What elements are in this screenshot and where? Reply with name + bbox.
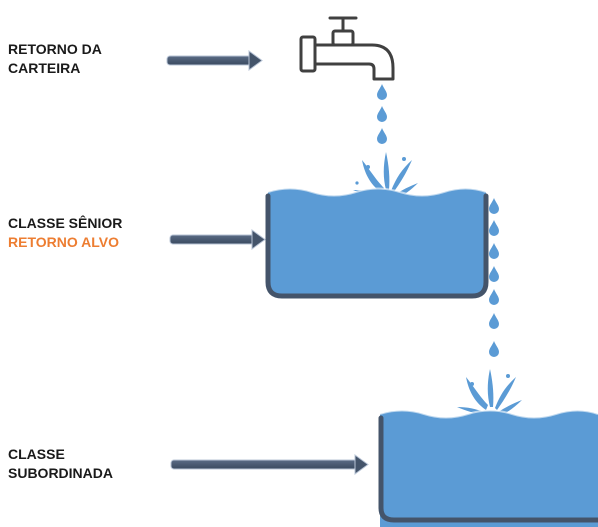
water-splash-icon bbox=[353, 152, 418, 199]
water-drop-icon bbox=[489, 289, 499, 305]
water-drop-icon bbox=[489, 266, 499, 282]
water-drop-icon bbox=[489, 198, 499, 214]
water-drop-icon bbox=[377, 128, 387, 144]
subordinated-tank bbox=[378, 409, 598, 527]
overflow-drops bbox=[489, 198, 499, 357]
faucet-icon bbox=[299, 16, 395, 81]
water-splash-icon bbox=[457, 369, 522, 416]
water-drop-icon bbox=[489, 313, 499, 329]
arrow-portfolio bbox=[166, 50, 263, 71]
water-drop-icon bbox=[377, 106, 387, 122]
water-drop-icon bbox=[489, 243, 499, 259]
portfolio-return-label: RETORNO DA CARTEIRA bbox=[8, 40, 102, 78]
subordinated-class-line-1: CLASSE bbox=[8, 446, 65, 462]
arrow-senior bbox=[169, 229, 266, 250]
arrow-subordinated bbox=[170, 454, 369, 475]
portfolio-return-line-1: RETORNO DA bbox=[8, 41, 102, 57]
senior-tank bbox=[265, 187, 489, 299]
senior-class-label: CLASSE SÊNIOR RETORNO ALVO bbox=[8, 214, 122, 252]
senior-target-return: RETORNO ALVO bbox=[8, 234, 119, 250]
subordinated-class-label: CLASSE SUBORDINADA bbox=[8, 445, 113, 483]
water-drop-icon bbox=[489, 220, 499, 236]
senior-class-name: CLASSE SÊNIOR bbox=[8, 215, 123, 231]
faucet-drops bbox=[377, 84, 387, 144]
portfolio-return-line-2: CARTEIRA bbox=[8, 60, 81, 76]
water-drop-icon bbox=[489, 341, 499, 357]
subordinated-class-line-2: SUBORDINADA bbox=[8, 465, 113, 481]
water-drop-icon bbox=[377, 84, 387, 100]
